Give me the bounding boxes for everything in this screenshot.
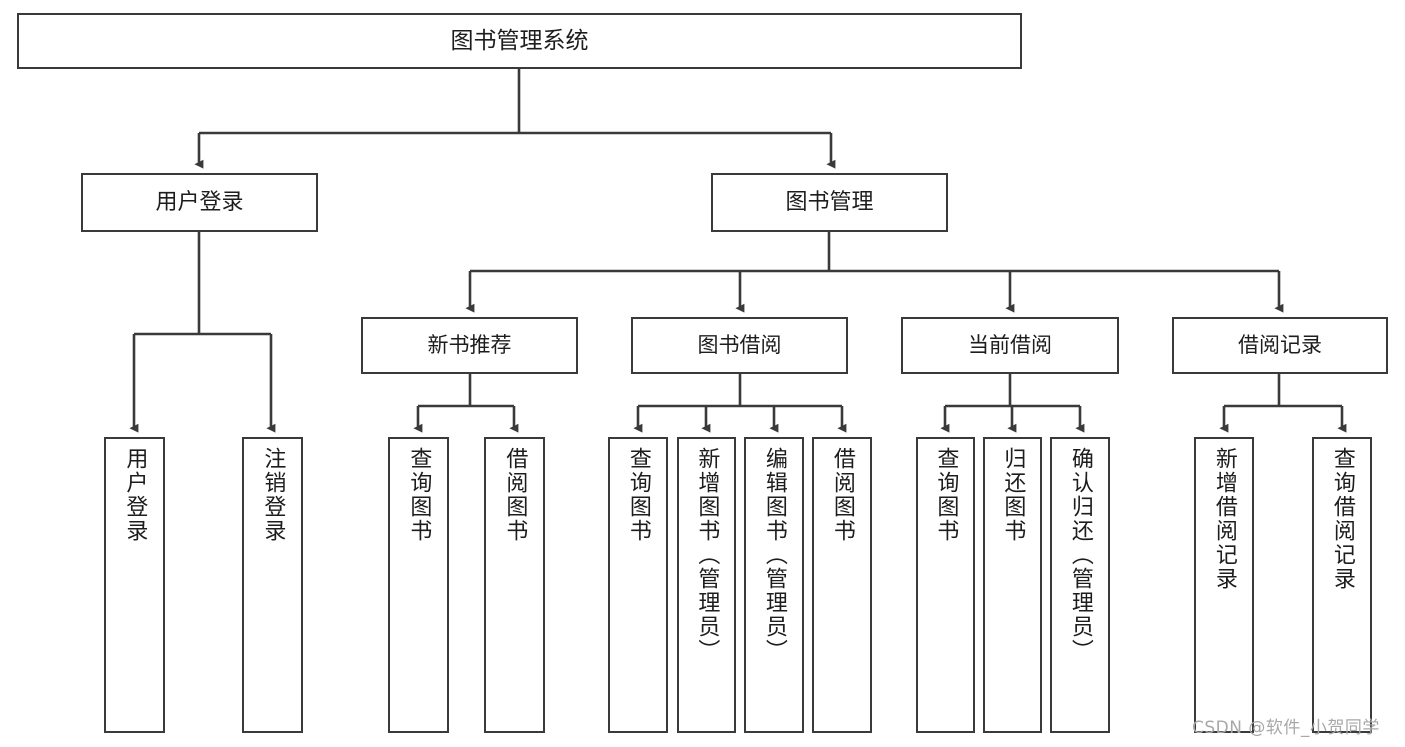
node-leaf-query-book-new-label: 查询图书 xyxy=(406,447,432,543)
node-leaf-query-record[interactable]: 查询借阅记录 xyxy=(1312,437,1372,733)
node-leaf-logout-label: 注销登录 xyxy=(260,447,286,543)
node-leaf-user-login-label: 用户登录 xyxy=(122,447,148,543)
node-leaf-query-book-new[interactable]: 查询图书 xyxy=(388,437,449,733)
node-leaf-query-book-borrow[interactable]: 查询图书 xyxy=(608,437,668,733)
node-leaf-query-book-current[interactable]: 查询图书 xyxy=(916,437,975,733)
node-new-book-recommend-label: 新书推荐 xyxy=(427,332,512,357)
node-leaf-query-book-current-label: 查询图书 xyxy=(933,447,959,543)
node-current-borrow[interactable]: 当前借阅 xyxy=(901,317,1119,374)
node-book-management-label: 图书管理 xyxy=(785,189,874,215)
node-leaf-return-book-label: 归还图书 xyxy=(1000,447,1026,543)
node-leaf-query-book-borrow-label: 查询图书 xyxy=(625,447,651,543)
node-leaf-borrow-book-label: 借阅图书 xyxy=(829,447,855,543)
node-leaf-confirm-return[interactable]: 确认归还（管理员） xyxy=(1050,437,1110,733)
node-leaf-borrow-book-new-label: 借阅图书 xyxy=(502,447,528,543)
node-leaf-query-record-label: 查询借阅记录 xyxy=(1329,447,1355,591)
node-current-borrow-label: 当前借阅 xyxy=(968,332,1052,357)
node-root-label: 图书管理系统 xyxy=(450,27,589,54)
node-leaf-borrow-book[interactable]: 借阅图书 xyxy=(812,437,872,733)
node-leaf-add-book[interactable]: 新增图书（管理员） xyxy=(677,437,736,733)
node-leaf-add-book-label: 新增图书（管理员） xyxy=(694,447,720,663)
node-leaf-borrow-book-new[interactable]: 借阅图书 xyxy=(484,437,545,733)
node-root[interactable]: 图书管理系统 xyxy=(17,13,1022,69)
node-book-borrow-label: 图书借阅 xyxy=(697,332,782,357)
node-user-login-label: 用户登录 xyxy=(155,189,244,215)
node-user-login[interactable]: 用户登录 xyxy=(81,173,318,232)
node-leaf-add-record-label: 新增借阅记录 xyxy=(1211,447,1237,591)
csdn-watermark: CSDN @软件_小贺同学 xyxy=(1192,718,1380,738)
node-leaf-confirm-return-label: 确认归还（管理员） xyxy=(1067,447,1093,663)
node-leaf-logout[interactable]: 注销登录 xyxy=(242,437,303,733)
node-leaf-add-record[interactable]: 新增借阅记录 xyxy=(1194,437,1254,733)
node-borrow-record-label: 借阅记录 xyxy=(1238,332,1322,357)
node-leaf-edit-book[interactable]: 编辑图书（管理员） xyxy=(744,437,804,733)
node-book-management[interactable]: 图书管理 xyxy=(711,173,948,232)
node-leaf-edit-book-label: 编辑图书（管理员） xyxy=(761,447,787,663)
node-borrow-record[interactable]: 借阅记录 xyxy=(1172,317,1388,374)
node-leaf-return-book[interactable]: 归还图书 xyxy=(983,437,1042,733)
node-new-book-recommend[interactable]: 新书推荐 xyxy=(361,317,578,374)
node-book-borrow[interactable]: 图书借阅 xyxy=(631,317,848,374)
node-leaf-user-login[interactable]: 用户登录 xyxy=(104,437,165,733)
